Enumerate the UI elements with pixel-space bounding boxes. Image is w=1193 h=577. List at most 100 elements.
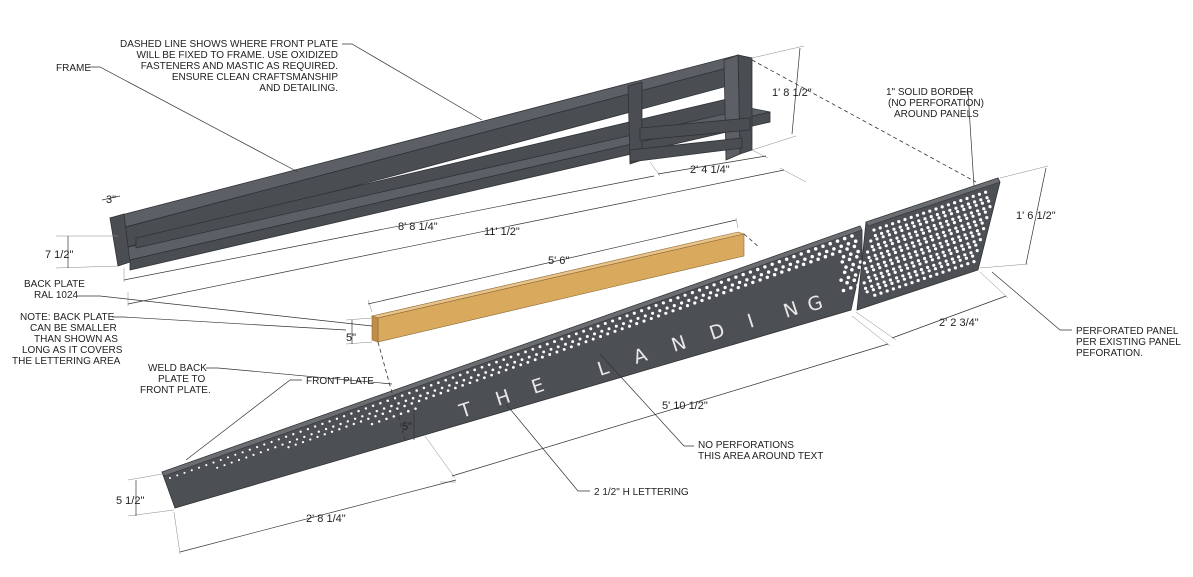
- perforation-hole: [953, 201, 957, 205]
- perforation-hole: [850, 234, 854, 238]
- perforation-hole: [937, 216, 941, 220]
- perforation-hole: [468, 381, 472, 385]
- perforation-hole: [287, 446, 290, 449]
- perforation-hole: [954, 246, 958, 250]
- note-weld-2: FRONT PLATE.: [140, 385, 211, 396]
- perforation-hole: [974, 223, 978, 227]
- perforation-hole: [388, 409, 392, 413]
- perforation-hole: [723, 285, 727, 290]
- perforation-hole: [952, 221, 957, 225]
- note-dashed-line-4: AND DETAILING.: [259, 83, 338, 94]
- perforation-hole: [907, 232, 912, 236]
- perforation-hole: [375, 409, 379, 413]
- perforation-hole: [983, 210, 988, 214]
- perforation-hole: [226, 456, 230, 459]
- perforation-hole: [649, 316, 653, 321]
- perforation-hole: [870, 284, 874, 288]
- perforation-hole: [432, 394, 435, 398]
- perforation-hole: [483, 376, 486, 380]
- perforation-hole: [763, 265, 767, 269]
- perforation-hole: [266, 448, 270, 451]
- dim-back-plate-length: 5' 6": [548, 255, 569, 267]
- perforation-hole: [968, 205, 972, 209]
- perforation-hole: [935, 212, 940, 217]
- perforation-hole: [839, 278, 843, 282]
- perforation-hole: [958, 258, 962, 262]
- perforation-hole: [941, 270, 945, 274]
- perforation-hole: [531, 347, 535, 351]
- perforation-hole: [909, 235, 913, 239]
- perforation-hole: [621, 322, 626, 326]
- perforation-hole: [403, 404, 406, 408]
- perforation-hole: [635, 322, 639, 326]
- perforation-hole: [745, 278, 749, 282]
- perforation-hole: [654, 303, 658, 308]
- note-front-plate: FRONT PLATE: [306, 376, 374, 387]
- perforation-hole: [903, 257, 907, 261]
- note-back-plate-note-3: LONG AS IT COVERS: [22, 345, 123, 356]
- perforation-hole: [915, 273, 919, 277]
- perforation-hole: [896, 279, 900, 283]
- perforation-hole: [712, 283, 716, 287]
- perforation-hole: [339, 422, 342, 426]
- dim-frame-right-segment: 2' 4 1/4": [690, 164, 730, 176]
- perforation-hole: [591, 337, 595, 341]
- perforation-hole: [524, 350, 527, 354]
- perforation-hole: [473, 368, 477, 372]
- perforation-hole: [862, 261, 867, 265]
- perforation-hole: [656, 314, 661, 318]
- perforation-hole: [929, 215, 933, 219]
- perforation-hole: [672, 304, 676, 308]
- perforation-hole: [974, 243, 978, 247]
- perforation-hole: [564, 342, 567, 346]
- perforation-hole: [951, 217, 955, 221]
- perforation-hole: [966, 242, 970, 246]
- perforation-hole: [878, 286, 882, 290]
- dim-overall-length: 11' 1/2": [484, 226, 520, 238]
- perforation-hole: [946, 223, 950, 227]
- perforation-hole: [824, 249, 829, 254]
- perforation-hole: [321, 422, 324, 426]
- perforation-hole: [896, 259, 901, 263]
- perforation-hole: [904, 223, 909, 227]
- perforation-hole: [448, 384, 451, 387]
- perforation-hole: [345, 425, 348, 428]
- perforation-hole: [950, 257, 955, 261]
- perforation-hole: [878, 246, 882, 250]
- perforation-hole: [901, 274, 905, 278]
- perforation-hole: [683, 293, 687, 297]
- perforation-hole: [935, 272, 939, 276]
- perforation-hole: [371, 404, 375, 408]
- perforation-hole: [943, 234, 947, 238]
- perforation-hole: [873, 233, 878, 238]
- perforation-hole: [921, 231, 926, 235]
- perforation-hole: [714, 293, 719, 297]
- perforation-hole: [399, 412, 403, 416]
- perforation-hole: [701, 293, 705, 297]
- perforation-hole: [642, 319, 646, 323]
- perforation-hole: [927, 269, 931, 273]
- note-dashed-line-2: FASTENERS AND MASTIC AS REQUIRED.: [141, 61, 338, 72]
- note-back-plate-note-2: THAN SHOWN AS: [34, 334, 118, 345]
- perforation-hole: [972, 260, 976, 264]
- dim-front-left-height: 5 1/2": [116, 495, 144, 507]
- perforation-hole: [894, 231, 898, 235]
- perforation-hole: [972, 220, 977, 224]
- perforation-hole: [661, 301, 665, 305]
- perforation-hole: [370, 422, 374, 426]
- perforation-hole: [338, 428, 341, 431]
- perforation-hole: [909, 275, 913, 279]
- perforation-hole: [910, 261, 914, 265]
- perforation-hole: [346, 420, 349, 423]
- dim-frame-thickness: 3": [106, 194, 116, 206]
- perforation-hole: [933, 267, 938, 271]
- perforation-hole: [870, 244, 874, 249]
- dim-frame-height-right: 1' 8 1/2": [772, 87, 812, 99]
- perforation-hole: [949, 251, 953, 256]
- perforation-hole: [256, 446, 259, 449]
- perforation-hole: [944, 259, 948, 263]
- perforation-hole: [873, 253, 877, 257]
- perforation-hole: [897, 220, 901, 224]
- perforation-hole: [959, 218, 963, 223]
- perforation-hole: [625, 314, 629, 318]
